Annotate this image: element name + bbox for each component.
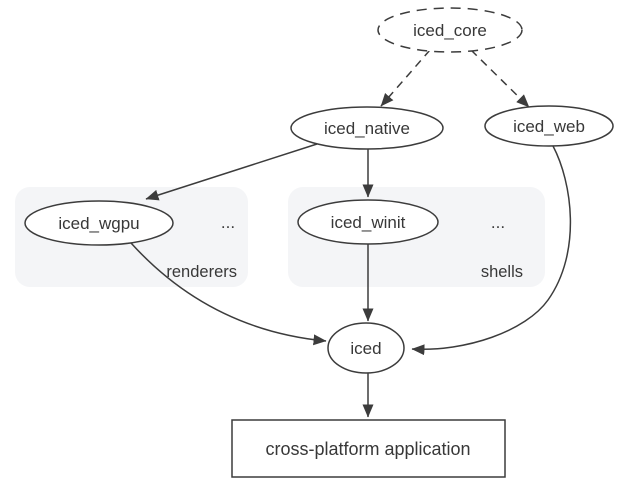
node-iced-core-label: iced_core bbox=[413, 21, 487, 40]
node-iced-native-label: iced_native bbox=[324, 119, 410, 138]
node-iced-web-label: iced_web bbox=[513, 117, 585, 136]
edge-iced-core-to-iced-native bbox=[380, 49, 431, 107]
edge-iced-native-to-iced-wgpu bbox=[145, 143, 318, 201]
node-iced-core bbox=[377, 7, 523, 53]
renderers-ellipsis: ... bbox=[221, 213, 235, 232]
node-application-label: cross-platform application bbox=[265, 439, 470, 459]
node-iced-wgpu-label: iced_wgpu bbox=[58, 214, 139, 233]
node-iced-winit bbox=[297, 199, 439, 245]
node-iced-wgpu bbox=[24, 200, 174, 246]
edge-iced-wgpu-to-iced bbox=[130, 242, 327, 346]
node-application bbox=[231, 419, 506, 478]
node-iced-winit-label: iced_winit bbox=[331, 213, 406, 232]
group-renderers-label: renderers bbox=[166, 263, 237, 281]
edge-iced-web-to-iced bbox=[411, 145, 572, 356]
shells-ellipsis: ... bbox=[491, 213, 505, 232]
edge-iced-core-to-iced-web bbox=[470, 49, 530, 108]
node-iced-web bbox=[484, 105, 614, 147]
node-iced bbox=[327, 322, 405, 374]
node-iced-label: iced bbox=[350, 339, 381, 358]
group-shells-label: shells bbox=[481, 263, 523, 281]
node-iced-native bbox=[290, 106, 444, 150]
